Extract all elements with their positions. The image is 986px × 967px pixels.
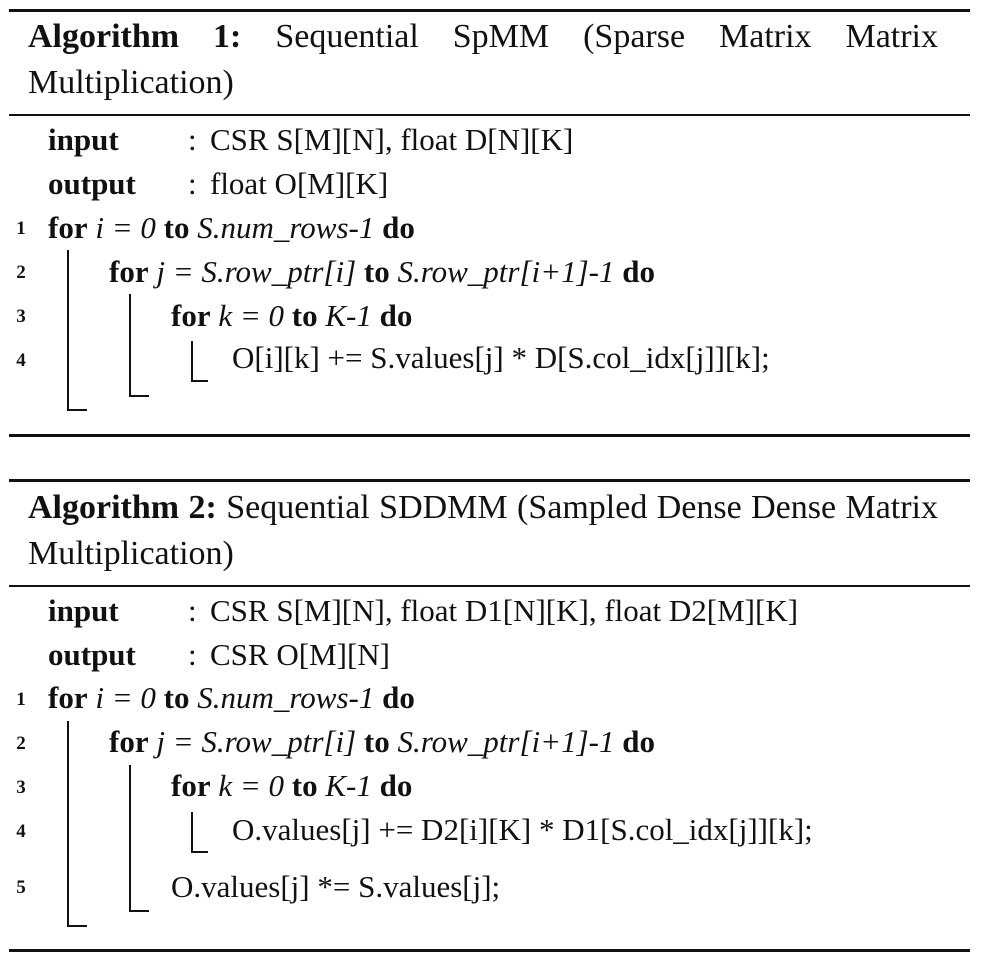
code-line-5: O.values[j] *= S.values[j]; <box>171 867 500 907</box>
loop-var: j = S.row_ptr[i] <box>156 254 357 289</box>
block-bracket-vertical <box>191 812 193 852</box>
line-number: 2 <box>16 733 26 754</box>
loop-var: i = 0 <box>95 680 156 715</box>
bottom-rule <box>9 434 970 437</box>
block-bracket-vertical <box>67 250 69 410</box>
output-line: output: float O[M][K] <box>48 164 388 204</box>
algorithm-label: Algorithm 2: <box>28 489 217 526</box>
keyword-to: to <box>163 680 190 715</box>
output-label: output <box>48 166 136 201</box>
keyword-to: to <box>363 724 390 759</box>
output-text: float O[M][K] <box>210 166 389 201</box>
code-line-1: for i = 0 to S.num_rows-1 do <box>48 208 415 248</box>
loop-var: i = 0 <box>95 210 156 245</box>
loop-bound: S.num_rows-1 <box>197 210 375 245</box>
algorithm-2: Algorithm 2: Sequential SDDMM (Sampled D… <box>9 470 970 967</box>
block-bracket-foot <box>191 380 208 382</box>
loop-var: k = 0 <box>218 768 285 803</box>
line-number: 5 <box>16 877 26 898</box>
colon: : <box>188 122 197 157</box>
keyword-for: for <box>171 298 211 333</box>
input-line: input: CSR S[M][N], float D[N][K] <box>48 120 573 160</box>
loop-bound: S.row_ptr[i+1]-1 <box>397 254 615 289</box>
code-line-4: O.values[j] += D2[i][K] * D1[S.col_idx[j… <box>232 810 813 850</box>
loop-bound: S.num_rows-1 <box>197 680 375 715</box>
block-bracket-vertical <box>129 765 131 911</box>
loop-var: k = 0 <box>218 298 285 333</box>
statement: O.values[j] *= S.values[j]; <box>171 869 501 904</box>
algorithm-label: Algorithm 1: <box>28 18 242 55</box>
colon: : <box>188 593 197 628</box>
input-text: CSR S[M][N], float D1[N][K], float D2[M]… <box>210 593 799 628</box>
output-label: output <box>48 637 136 672</box>
line-number: 1 <box>16 689 26 710</box>
colon: : <box>188 166 197 201</box>
statement: O.values[j] += D2[i][K] * D1[S.col_idx[j… <box>232 812 813 847</box>
statement: O[i][k] += S.values[j] * D[S.col_idx[j]]… <box>232 340 770 375</box>
line-number: 3 <box>16 306 26 327</box>
code-line-3: for k = 0 to K-1 do <box>171 766 412 806</box>
block-bracket-foot <box>191 851 208 853</box>
algorithm-1: Algorithm 1: Sequential SpMM (Sparse Mat… <box>9 0 970 450</box>
algorithm-caption: Algorithm 2: Sequential SDDMM (Sampled D… <box>28 485 938 577</box>
loop-bound: K-1 <box>325 768 372 803</box>
block-bracket-foot <box>67 925 87 927</box>
loop-var: j = S.row_ptr[i] <box>156 724 357 759</box>
line-number: 4 <box>16 350 26 371</box>
output-line: output: CSR O[M][N] <box>48 635 390 675</box>
bottom-rule <box>9 949 970 952</box>
keyword-do: do <box>622 724 655 759</box>
block-bracket-vertical <box>67 721 69 926</box>
line-number: 4 <box>16 821 26 842</box>
keyword-to: to <box>291 768 318 803</box>
input-label: input <box>48 593 119 628</box>
code-line-1: for i = 0 to S.num_rows-1 do <box>48 678 415 718</box>
output-text: CSR O[M][N] <box>210 637 390 672</box>
algorithm-title: Sequential SDDMM (Sampled Dense Dense Ma… <box>28 489 939 572</box>
caption-rule <box>9 114 970 116</box>
algorithm-caption: Algorithm 1: Sequential SpMM (Sparse Mat… <box>28 14 938 106</box>
code-line-2: for j = S.row_ptr[i] to S.row_ptr[i+1]-1… <box>109 252 655 292</box>
code-line-3: for k = 0 to K-1 do <box>171 296 412 336</box>
block-bracket-foot <box>129 910 149 912</box>
input-line: input: CSR S[M][N], float D1[N][K], float… <box>48 591 798 631</box>
line-number: 2 <box>16 262 26 283</box>
colon: : <box>188 637 197 672</box>
keyword-do: do <box>379 298 413 333</box>
input-text: CSR S[M][N], float D[N][K] <box>210 122 574 157</box>
code-line-2: for j = S.row_ptr[i] to S.row_ptr[i+1]-1… <box>109 722 655 762</box>
keyword-do: do <box>379 768 413 803</box>
top-rule <box>9 9 970 12</box>
input-label: input <box>48 122 119 157</box>
block-bracket-vertical <box>191 341 193 381</box>
code-line-4: O[i][k] += S.values[j] * D[S.col_idx[j]]… <box>232 338 770 378</box>
keyword-for: for <box>109 724 149 759</box>
keyword-to: to <box>363 254 390 289</box>
keyword-for: for <box>48 680 88 715</box>
caption-rule <box>9 585 970 587</box>
block-bracket-vertical <box>129 294 131 396</box>
line-number: 3 <box>16 777 26 798</box>
keyword-do: do <box>382 680 415 715</box>
block-bracket-foot <box>67 409 87 411</box>
line-number: 1 <box>16 218 26 239</box>
keyword-for: for <box>48 210 88 245</box>
keyword-for: for <box>171 768 211 803</box>
block-bracket-foot <box>129 395 149 397</box>
top-rule <box>9 479 970 482</box>
loop-bound: S.row_ptr[i+1]-1 <box>397 724 615 759</box>
algorithm-title: Sequential SpMM (Sparse Matrix Matrix Mu… <box>28 18 939 101</box>
keyword-to: to <box>291 298 318 333</box>
loop-bound: K-1 <box>325 298 372 333</box>
keyword-do: do <box>622 254 655 289</box>
keyword-for: for <box>109 254 149 289</box>
keyword-to: to <box>163 210 190 245</box>
keyword-do: do <box>382 210 415 245</box>
